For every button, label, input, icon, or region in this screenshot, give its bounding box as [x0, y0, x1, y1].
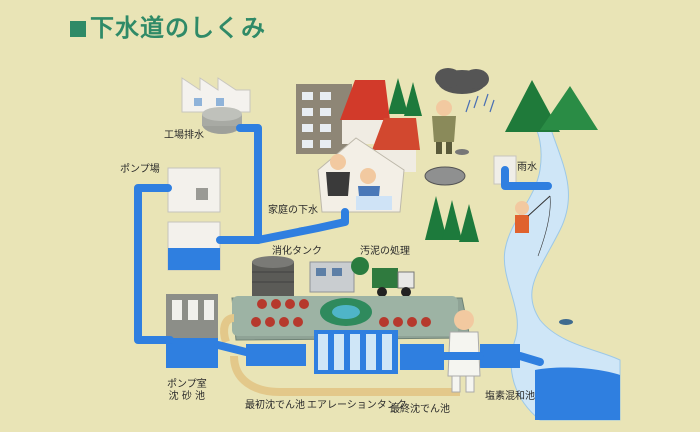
label-pump-room-line2: 沈 砂 池	[168, 391, 206, 402]
pump-room	[166, 294, 218, 368]
manhole	[424, 166, 466, 186]
page-title: 下水道のしくみ	[70, 8, 266, 43]
label-digestion-tank: 消化タンク	[272, 246, 322, 257]
home-cutaway	[317, 137, 405, 213]
label-disinfection: 塩素混和池	[485, 391, 535, 402]
label-pump-room: ポンプ室 沈 砂 池	[167, 379, 207, 403]
technician	[447, 310, 481, 393]
digestion-tank	[252, 256, 294, 296]
manhole-small	[455, 149, 469, 155]
label-aeration-tank: エアレーションタンク	[307, 400, 407, 411]
factory-building	[181, 77, 251, 134]
pine-trees	[388, 78, 479, 242]
sludge-truck	[372, 268, 415, 297]
label-pump-room-line1: ポンプ室	[167, 379, 207, 390]
mountain	[505, 80, 560, 132]
label-final-sedimentation: 最終沈でん池	[390, 404, 450, 415]
river	[503, 119, 621, 421]
title-marker-icon	[70, 21, 86, 37]
label-rain: 雨水	[517, 162, 537, 173]
label-home-sewage: 家庭の下水	[268, 205, 318, 216]
label-primary-sedimentation: 最初沈でん池	[245, 400, 305, 411]
fish	[559, 319, 573, 325]
river-pool	[535, 367, 620, 420]
mountain-2	[540, 86, 598, 130]
label-pump-station: ポンプ場	[120, 164, 160, 175]
pump-station-building	[167, 167, 221, 271]
child-fishing	[515, 195, 551, 257]
title-text: 下水道のしくみ	[90, 14, 266, 42]
label-factory: 工場排水	[164, 130, 204, 141]
person-with-umbrella	[432, 100, 456, 154]
sludge-facility	[309, 257, 369, 293]
treatment-plant	[220, 296, 471, 396]
label-sludge-disposal: 汚泥の処理	[360, 246, 410, 257]
house-red-roof	[340, 80, 420, 172]
